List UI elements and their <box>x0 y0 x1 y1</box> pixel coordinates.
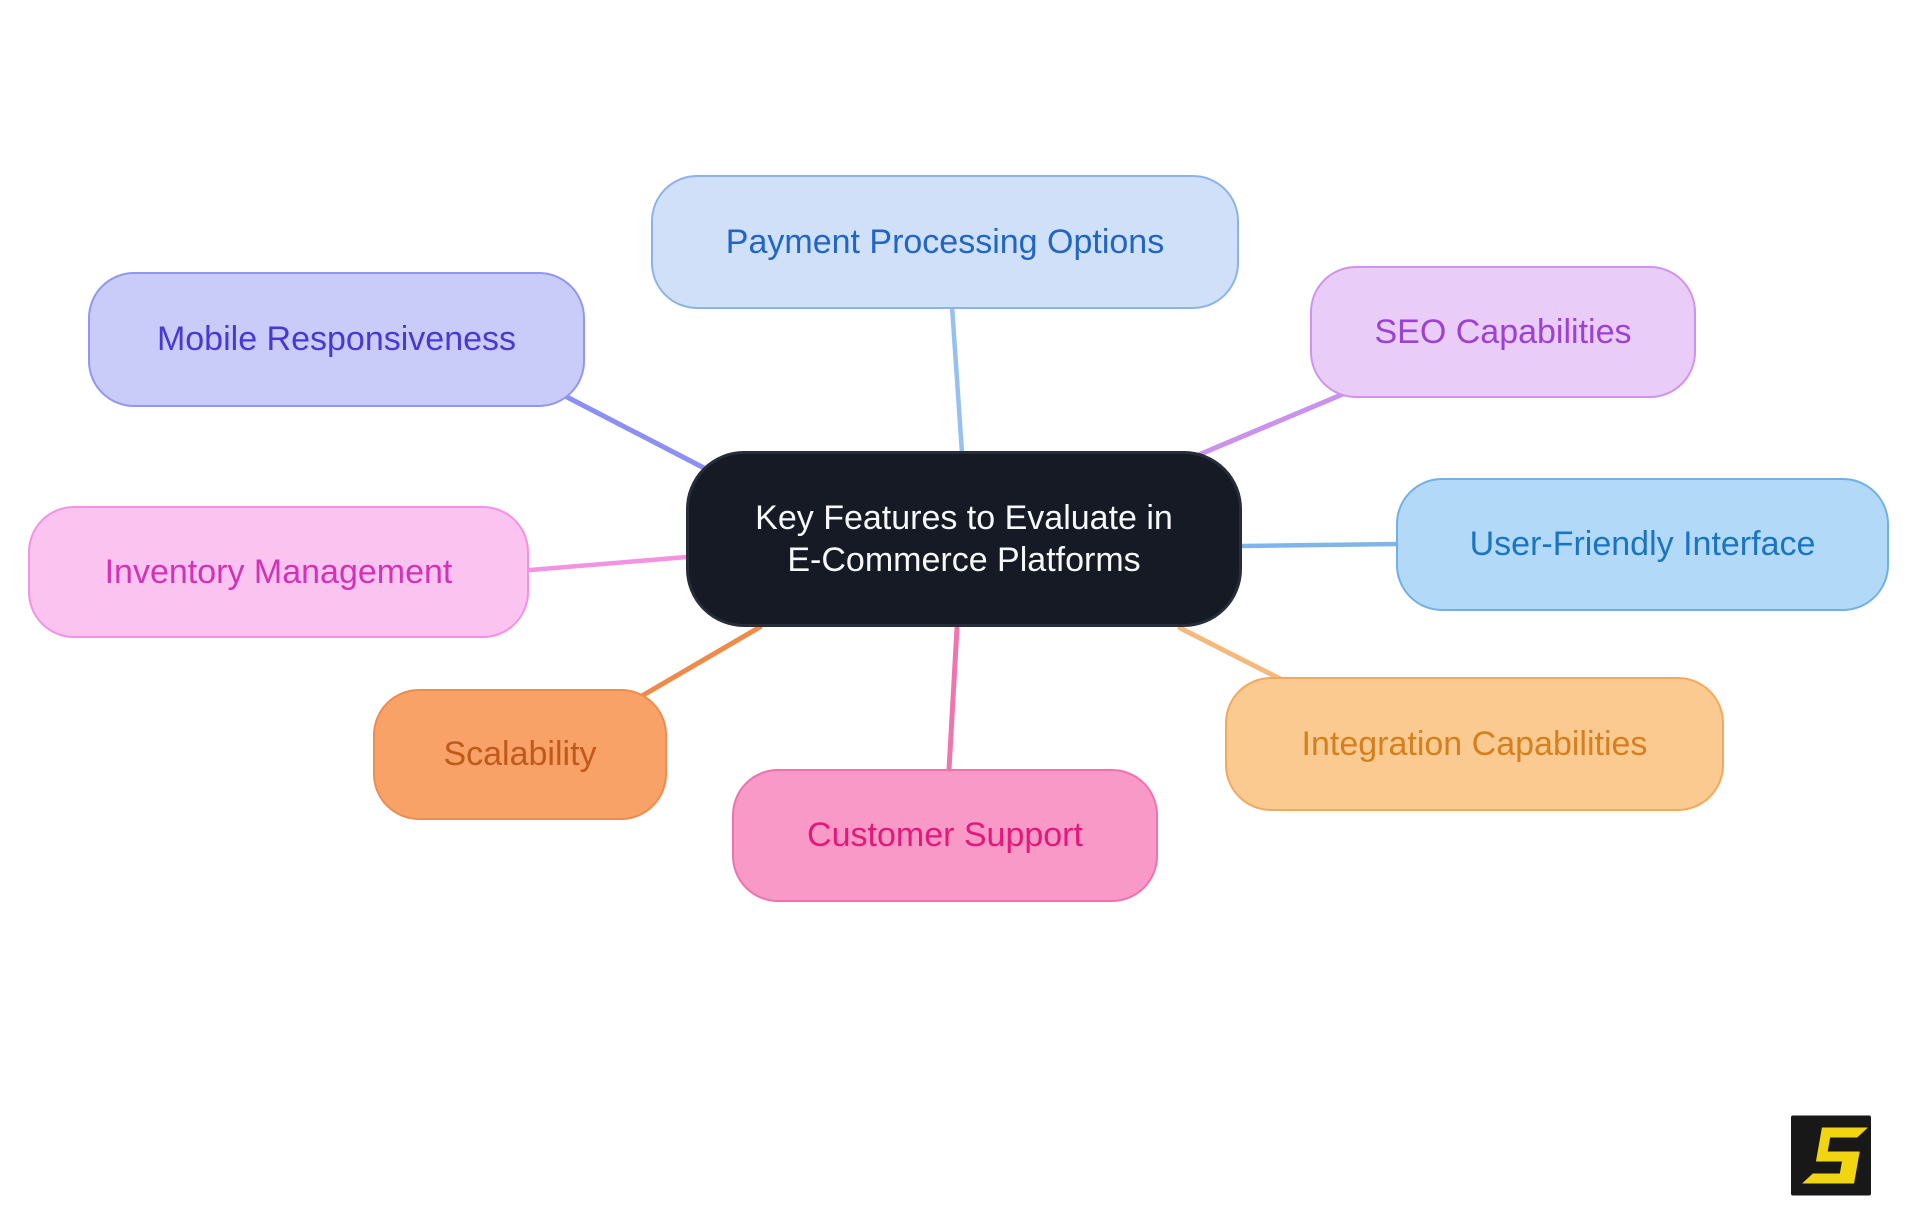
node-integration-capabilities[interactable]: Integration Capabilities <box>1225 677 1724 811</box>
center-node[interactable]: Key Features to Evaluate in E-Commerce P… <box>686 451 1242 627</box>
node-label: Payment Processing Options <box>725 222 1165 261</box>
node-mobile-responsiveness[interactable]: Mobile Responsiveness <box>88 272 585 407</box>
connector-mobile <box>562 393 709 472</box>
node-label: Mobile Responsiveness <box>156 320 517 359</box>
node-seo-capabilities[interactable]: SEO Capabilities <box>1310 266 1696 398</box>
node-user-friendly-interface[interactable]: User-Friendly Interface <box>1396 478 1889 611</box>
node-label: Customer Support <box>807 816 1083 855</box>
connector-user <box>1240 541 1401 549</box>
connector-scalability <box>637 624 763 700</box>
node-customer-support[interactable]: Customer Support <box>732 769 1158 902</box>
center-node-label-line2: E-Commerce Platforms <box>787 541 1141 579</box>
node-payment-processing-options[interactable]: Payment Processing Options <box>651 175 1239 309</box>
center-node-label-line1: Key Features to Evaluate in <box>755 498 1173 537</box>
connector-payment <box>949 303 965 456</box>
connector-customer <box>946 625 960 773</box>
angular-s-icon <box>1791 1115 1871 1196</box>
node-label: Inventory Management <box>104 552 453 591</box>
brand-logo <box>1791 1115 1871 1196</box>
node-label: Integration Capabilities <box>1301 724 1648 763</box>
node-label: SEO Capabilities <box>1374 312 1632 351</box>
connector-inventory <box>527 554 690 573</box>
node-label: User-Friendly Interface <box>1469 525 1816 564</box>
node-scalability[interactable]: Scalability <box>373 689 667 820</box>
node-inventory-management[interactable]: Inventory Management <box>28 506 529 638</box>
node-label: Scalability <box>443 735 597 774</box>
connector-seo <box>1181 389 1351 464</box>
